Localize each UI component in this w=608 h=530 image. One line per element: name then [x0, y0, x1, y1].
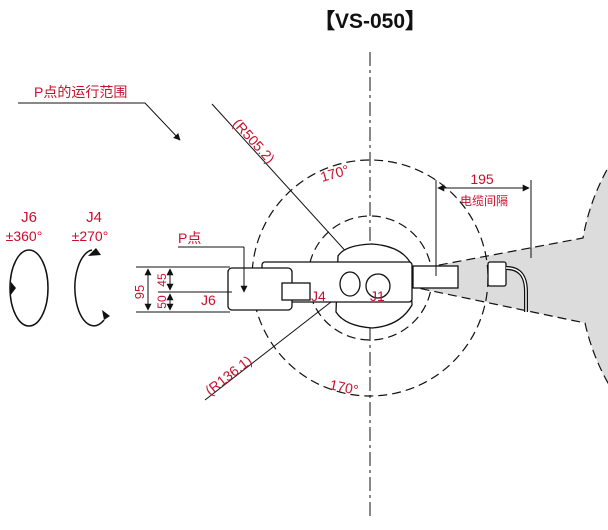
j6-rotation-arrow-icon: [10, 282, 16, 296]
arm-j1-label: J1: [370, 288, 385, 304]
cable-plug: [487, 261, 507, 287]
outer-radius-label: (R505.2): [230, 115, 278, 166]
j6-name: J6: [21, 209, 37, 226]
outer-radius-leader: [211, 103, 371, 279]
dim-45-label: 45: [155, 273, 169, 287]
work-area-leader: [18, 102, 181, 141]
j4-name: J4: [86, 209, 102, 226]
j4-range: ±270°: [72, 228, 109, 244]
motor-block: [281, 282, 311, 301]
robot-arm: [160, 243, 528, 329]
work-area-label: P点的运行范围: [34, 84, 127, 100]
cable-hose-outline: [505, 267, 527, 312]
j4-rotation-icon: [74, 249, 105, 327]
j4-housing: [339, 271, 361, 297]
angle-top-label: 170°: [318, 162, 350, 185]
arm-j6-label: J6: [201, 292, 216, 308]
cable-dimension: [435, 180, 532, 276]
j1-hub: [365, 273, 391, 299]
inner-radius-label: (R136.1): [202, 352, 255, 398]
cable-dim-label: 电缆间隔: [460, 194, 508, 208]
dim-95-label: 95: [132, 285, 147, 299]
j6-rotation-icon: [9, 249, 49, 327]
dim-50-label: 50: [155, 295, 169, 309]
page-title: 【VS-050】: [314, 10, 426, 33]
j6-range: ±360°: [6, 228, 43, 244]
point-p-label: P点: [178, 230, 201, 246]
angle-bottom-label: 170°: [328, 376, 360, 398]
arm-j4-label: J4: [311, 288, 326, 304]
cable-dim-value: 195: [470, 171, 494, 187]
j4-rotation-arrow-bottom-icon: [102, 310, 110, 320]
height-dimensions: [136, 266, 230, 313]
inner-radius-leader: [204, 294, 341, 401]
j4-rotation-arrow-icon: [88, 248, 101, 256]
